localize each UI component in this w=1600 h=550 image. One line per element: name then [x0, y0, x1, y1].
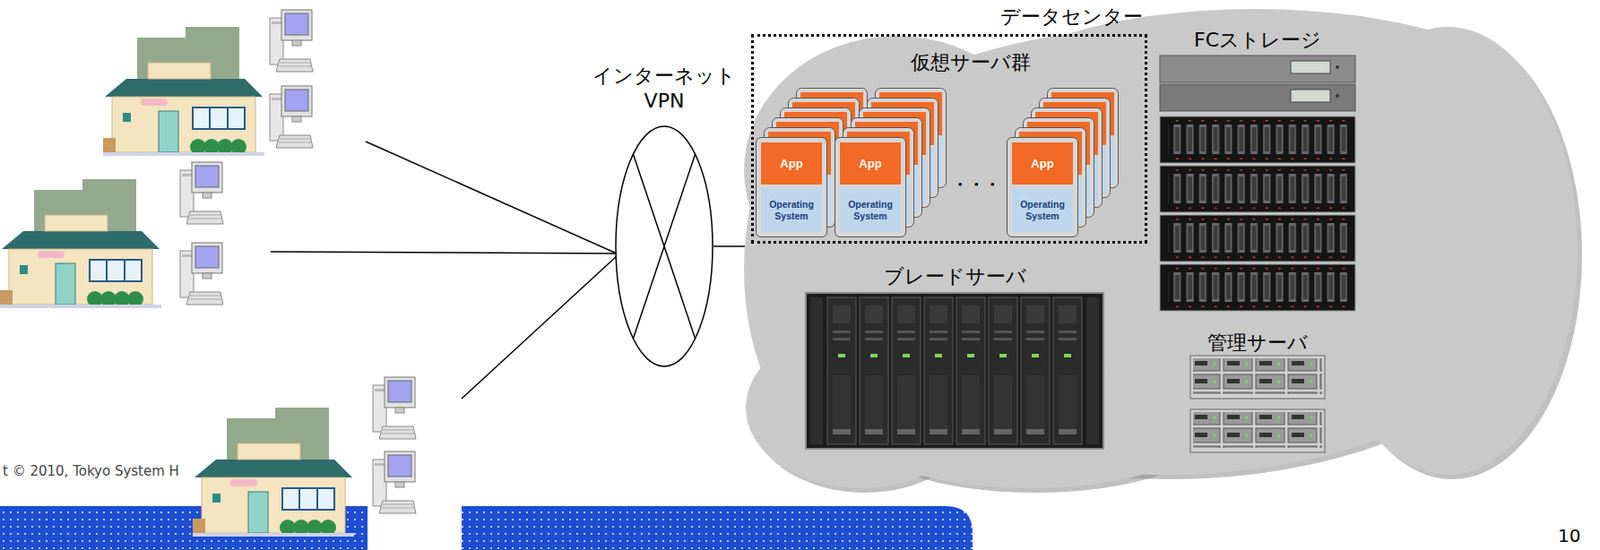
network-link — [713, 245, 745, 248]
pc-icon — [268, 85, 314, 157]
vm-card: AppOperating System — [1006, 137, 1079, 238]
vm-group-label: 仮想サーバ群 — [910, 49, 1031, 77]
copyright-note: t © 2010, Tokyo System H — [2, 463, 180, 480]
network-label: インターネット VPN — [588, 63, 741, 113]
app-label: App — [761, 142, 822, 185]
pc-icon — [179, 161, 225, 234]
management-label: 管理サーバ — [1207, 329, 1308, 357]
os-label: Operating System — [761, 188, 822, 233]
management-server-shape — [1190, 355, 1325, 453]
vm-card: AppOperating System — [834, 137, 907, 238]
fc-storage: FCストレージ — [1158, 25, 1358, 314]
house-icon — [192, 407, 355, 537]
pc-icon — [179, 242, 225, 314]
pc-icon — [371, 376, 417, 449]
pc-icon — [268, 8, 314, 81]
network-ellipse: インターネット VPN — [614, 125, 714, 368]
datacenter-cloud-shape — [743, 8, 1583, 493]
os-label: Operating System — [839, 188, 901, 233]
page-number: 10 — [1557, 525, 1581, 547]
house-icon — [103, 26, 265, 156]
vm-card: AppOperating System — [755, 137, 828, 238]
blade-label: ブレードサーバ — [883, 263, 1027, 291]
footer-band — [0, 506, 973, 550]
app-label: App — [1011, 142, 1073, 185]
management-server-picture — [1189, 354, 1326, 454]
network-ellipse-picture — [614, 125, 714, 368]
fc-storage-picture — [1158, 53, 1358, 314]
datacenter-label: データセンター — [1000, 3, 1143, 31]
app-label: App — [839, 142, 901, 185]
blade-server-picture — [804, 292, 1105, 450]
house-icon — [0, 179, 162, 309]
datacenter-cloud: データセンター仮想サーバ群AppOperating SystemAppOpera… — [743, 0, 1587, 498]
blade-server: ブレードサーバ — [804, 261, 1105, 450]
management-server: 管理サーバ — [1185, 328, 1330, 456]
pc-icon — [371, 450, 417, 523]
blade-server-shape — [805, 293, 1104, 450]
vm-group-box: 仮想サーバ群AppOperating SystemAppOperating Sy… — [751, 34, 1148, 244]
fc-storage-shape — [1159, 55, 1356, 312]
storage-label: FCストレージ — [1193, 26, 1322, 54]
network-ellipse-shape — [615, 126, 713, 367]
os-label: Operating System — [1011, 188, 1073, 233]
access-lines — [270, 141, 618, 399]
